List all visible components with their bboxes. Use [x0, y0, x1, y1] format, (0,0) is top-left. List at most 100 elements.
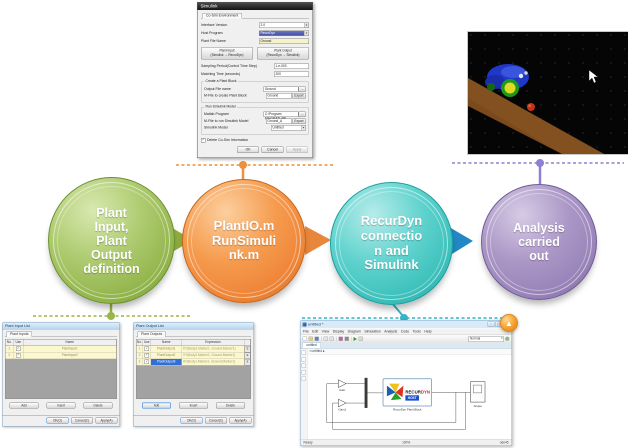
add-button[interactable]: Add — [142, 402, 171, 409]
mux-block[interactable] — [364, 377, 368, 408]
simulation-mode-select[interactable]: Normal — [468, 335, 504, 342]
matching-time-input[interactable]: 200 — [274, 71, 309, 77]
menu-view[interactable]: View — [321, 329, 330, 334]
menu-edit[interactable]: Edit — [312, 329, 319, 334]
row-name[interactable]: PlantOutput3 — [151, 359, 182, 366]
add-button[interactable]: Add — [9, 402, 39, 409]
help-icon[interactable] — [505, 336, 510, 341]
simulink-model-select[interactable]: Untitled — [271, 125, 306, 131]
expression-edit-button[interactable]: E — [244, 352, 251, 359]
row-expression[interactable]: DY(Body1.Marker1, Ground.Marker1) — [182, 346, 245, 353]
table-row[interactable]: 1 ✓ PlantOutput1 DY(Body1.Marker1, Groun… — [136, 346, 251, 353]
menu-help[interactable]: Help — [424, 329, 432, 334]
delete-button[interactable]: Delete — [216, 402, 245, 409]
cancel-button[interactable]: Cancel — [261, 146, 284, 153]
fit-view-icon[interactable] — [301, 363, 306, 368]
gain1-block[interactable]: Gain1 — [338, 398, 347, 411]
cut-icon[interactable] — [323, 336, 328, 341]
plant-input-table: No. Use Name 1 ✓ PlantInput1 2 ✓ Pla — [5, 339, 117, 399]
insert-button[interactable]: Insert — [179, 402, 208, 409]
settings-icon[interactable] — [344, 336, 349, 341]
step-label: RecurDyn connectio n and Simulink — [360, 213, 423, 273]
lock-icon[interactable] — [301, 376, 306, 381]
output-file-input[interactable]: Ground — [263, 86, 299, 92]
tab-untitled[interactable]: untitled — [302, 342, 322, 348]
apply-button[interactable]: Apply(A) — [95, 417, 118, 424]
svg-text:Gain1: Gain1 — [338, 407, 346, 411]
open-icon[interactable] — [308, 336, 313, 341]
interface-version-label: Interface Version — [201, 23, 228, 27]
row-name[interactable]: PlantInput2 — [23, 352, 117, 359]
matlab-program-input[interactable]: C:\Program Files\MATLAB\... — [263, 111, 299, 121]
ok-button[interactable]: OK(O) — [46, 417, 69, 424]
menu-code[interactable]: Code — [400, 329, 410, 334]
stop-icon[interactable] — [358, 336, 363, 341]
library-icon[interactable] — [338, 336, 343, 341]
plant-input-button[interactable]: Plant Input (Simulink → RecurDyn) — [201, 47, 253, 60]
delete-button[interactable]: Delete — [83, 402, 113, 409]
dialog-titlebar[interactable]: Plant Output List — [133, 322, 254, 330]
interface-version-select[interactable]: 2.0 — [259, 22, 309, 28]
delete-cosim-checkbox[interactable]: ✓ — [201, 137, 206, 143]
menu-analysis[interactable]: Analysis — [384, 329, 398, 334]
window-titlebar[interactable]: untitled * – ▢ ✕ — [301, 321, 512, 329]
pan-icon[interactable] — [301, 357, 306, 362]
host-program-select[interactable]: RecurDyn — [259, 30, 309, 36]
sampling-period-input[interactable]: 1.e-003 — [274, 63, 309, 69]
breadcrumb[interactable]: ▪ untitled ▸ — [307, 348, 512, 355]
insert-button[interactable]: Insert — [46, 402, 76, 409]
new-icon[interactable] — [302, 336, 307, 341]
apply-button[interactable]: Apply(A) — [229, 417, 252, 424]
expression-edit-button[interactable]: E — [244, 359, 251, 366]
apply-button[interactable]: Apply — [286, 146, 308, 153]
mfile-run-input[interactable]: Ground_A — [265, 118, 292, 124]
menu-diagram[interactable]: Diagram — [347, 329, 361, 334]
recurdyn-plant-block[interactable]: RECURDYN HOST RecurDyn Plant Block — [382, 378, 432, 412]
run-icon[interactable] — [353, 336, 357, 341]
tab-cosim-environment[interactable]: Co-Sim Environment — [202, 13, 242, 19]
step-plantio-runsimulink: PlantIO.m RunSimuli nk.m — [182, 179, 306, 303]
copy-icon[interactable] — [329, 336, 334, 341]
plant-file-input[interactable]: Ground — [259, 38, 309, 44]
export-button[interactable]: Export — [291, 118, 306, 124]
table-row[interactable]: 2 ✓ PlantOutput2 VY(Body1.Marker1, Groun… — [136, 352, 251, 359]
row-name[interactable]: PlantOutput1 — [151, 346, 182, 353]
toolbar: Normal — [300, 334, 512, 343]
expression-edit-button[interactable]: E — [244, 346, 251, 353]
tab-plant-inputs[interactable]: Plant Inputs — [6, 331, 32, 337]
menu-simulation[interactable]: Simulation — [364, 329, 381, 334]
browse-button[interactable]: ... — [298, 111, 306, 117]
recurdyn-render-view — [467, 31, 628, 155]
table-row[interactable]: 2 ✓ PlantInput2 — [5, 352, 117, 359]
mfile-create-input[interactable]: Ground — [265, 93, 292, 99]
gain-block[interactable]: Gain — [338, 379, 347, 392]
export-button[interactable]: Export — [291, 93, 306, 99]
menu-display[interactable]: Display — [332, 329, 345, 334]
use-checkbox: ✓ — [144, 359, 149, 364]
row-expression[interactable]: AY(Body1.Marker1, Ground.Marker1) — [182, 359, 245, 366]
menu-tools[interactable]: Tools — [412, 329, 421, 334]
table-row[interactable]: 1 ✓ PlantInput1 — [5, 346, 117, 353]
zoom-icon[interactable] — [301, 350, 306, 355]
menu-file[interactable]: File — [303, 329, 309, 334]
dialog-titlebar[interactable]: Simulink — [197, 2, 313, 10]
ok-button[interactable]: OK — [237, 146, 259, 153]
matching-time-label: Matching Time (seconds) — [201, 72, 241, 76]
scope-block[interactable]: Scope — [470, 381, 486, 408]
cancel-button[interactable]: Cancel(C) — [71, 417, 93, 424]
minimize-button[interactable]: – — [487, 321, 495, 327]
dialog-titlebar[interactable]: Plant Input List — [2, 322, 120, 330]
plant-output-button[interactable]: Plant Output (RecurDyn → Simulink) — [257, 47, 309, 60]
status-solver: ode45 — [499, 440, 509, 445]
annotation-icon[interactable] — [301, 370, 306, 375]
table-row-selected[interactable]: 3 ✓ PlantOutput3 AY(Body1.Marker1, Groun… — [136, 359, 251, 366]
row-expression[interactable]: VY(Body1.Marker1, Ground.Marker1) — [182, 352, 245, 359]
ok-button[interactable]: OK(O) — [180, 417, 203, 424]
row-name[interactable]: PlantInput1 — [23, 346, 117, 353]
model-canvas[interactable]: Gain Gain1 — [308, 355, 512, 440]
browse-button[interactable]: ... — [298, 86, 306, 92]
save-icon[interactable] — [314, 336, 319, 341]
cancel-button[interactable]: Cancel(C) — [205, 417, 227, 424]
tab-plant-outputs[interactable]: Plant Outputs — [137, 331, 166, 337]
row-name[interactable]: PlantOutput2 — [151, 352, 182, 359]
